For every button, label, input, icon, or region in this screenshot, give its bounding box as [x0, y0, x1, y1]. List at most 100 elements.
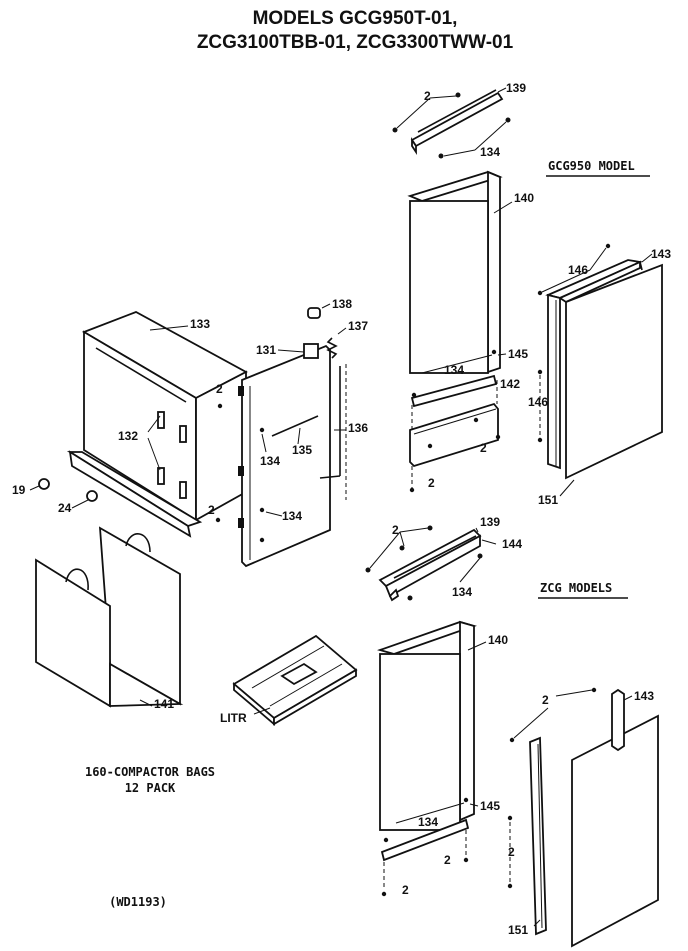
- title-line-1: MODELS GCG950T-01,: [253, 8, 458, 29]
- label-2: 2: [542, 693, 549, 707]
- label-135: 135: [292, 443, 312, 457]
- label-151: 151: [508, 923, 528, 937]
- base-rail: [66, 450, 203, 538]
- kick-plate-gcg950: [409, 402, 499, 468]
- screw: [537, 369, 543, 375]
- label-139: 139: [480, 515, 500, 529]
- screw: [365, 567, 371, 573]
- label-137: 137: [348, 319, 368, 333]
- label-2: 2: [392, 523, 399, 537]
- label-134: 134: [282, 509, 302, 523]
- screw: [215, 517, 221, 523]
- label-146: 146: [528, 395, 548, 409]
- screw: [505, 117, 511, 123]
- screw: [427, 525, 433, 531]
- label-133: 133: [190, 317, 210, 331]
- screw: [495, 434, 501, 440]
- label-142: 142: [500, 377, 520, 391]
- screw: [477, 553, 483, 559]
- screw: [509, 737, 515, 743]
- side-panel-zcg-trim: [529, 736, 547, 936]
- label-134: 134: [480, 145, 500, 159]
- foot-19: [38, 478, 50, 490]
- label-2: 2: [208, 503, 215, 517]
- bags-note-line-2: 12 PACK: [125, 781, 176, 795]
- screw: [409, 487, 415, 493]
- label-24: 24: [58, 501, 72, 515]
- screw: [455, 92, 461, 98]
- label-144: 144: [502, 537, 522, 551]
- label-2: 2: [216, 382, 223, 396]
- label-140: 140: [488, 633, 508, 647]
- hinge-143-zcg: [611, 688, 625, 752]
- compactor-bag-141: [35, 526, 184, 708]
- label-140: 140: [514, 191, 534, 205]
- section-heading-gcg950: GCG950 MODEL: [548, 159, 635, 173]
- side-panel-zcg: [571, 714, 659, 948]
- screw: [507, 815, 513, 821]
- screw: [591, 687, 597, 693]
- label-134: 134: [444, 363, 464, 377]
- screw: [491, 349, 497, 355]
- bottom-strip-142: [410, 374, 498, 408]
- drawing-code: (WD1193): [109, 895, 167, 909]
- screw: [407, 595, 413, 601]
- screw: [605, 243, 611, 249]
- screw: [259, 427, 265, 433]
- label-2: 2: [424, 89, 431, 103]
- label-143: 143: [634, 689, 654, 703]
- top-trim-bracket-gcg950: [410, 89, 504, 155]
- label-143: 143: [651, 247, 671, 261]
- litter-tray: [232, 634, 358, 726]
- screw: [537, 437, 543, 443]
- screw: [259, 507, 265, 513]
- label-litr: LITR: [220, 711, 247, 725]
- label-132: 132: [118, 429, 138, 443]
- label-2: 2: [402, 883, 409, 897]
- door-panel-140-gcg950: [407, 170, 503, 374]
- label-145: 145: [508, 347, 528, 361]
- screw: [463, 797, 469, 803]
- front-frame-131: [238, 343, 331, 568]
- label-139: 139: [506, 81, 526, 95]
- screw: [381, 891, 387, 897]
- cabinet-shell-133: [81, 311, 248, 522]
- screw: [507, 883, 513, 889]
- section-heading-zcg: ZCG MODELS: [540, 581, 612, 595]
- label-2: 2: [444, 853, 451, 867]
- label-19: 19: [12, 483, 26, 497]
- screw: [383, 837, 389, 843]
- label-151: 151: [538, 493, 558, 507]
- label-146: 146: [568, 263, 588, 277]
- label-134: 134: [452, 585, 472, 599]
- label-2: 2: [480, 441, 487, 455]
- screw: [463, 857, 469, 863]
- rod-136: [319, 364, 347, 500]
- foot-24: [86, 490, 98, 502]
- label-141: 141: [154, 697, 174, 711]
- screw: [399, 545, 405, 551]
- label-145: 145: [480, 799, 500, 813]
- label-134: 134: [260, 454, 280, 468]
- bottom-strip-zcg: [380, 818, 470, 862]
- latch-138: [307, 307, 321, 319]
- screw: [411, 392, 417, 398]
- side-panel-gcg950: [545, 259, 663, 480]
- label-131: 131: [256, 343, 276, 357]
- door-panel-140-zcg: [377, 620, 477, 831]
- screw: [537, 290, 543, 296]
- bags-note-line-1: 160-COMPACTOR BAGS: [85, 765, 215, 779]
- screw: [438, 153, 444, 159]
- label-2: 2: [428, 476, 435, 490]
- screw: [217, 403, 223, 409]
- label-134: 134: [418, 815, 438, 829]
- screw: [392, 127, 398, 133]
- label-2: 2: [508, 845, 515, 859]
- title-line-2: ZCG3100TBB-01, ZCG3300TWW-01: [197, 32, 514, 53]
- top-trim-bracket-zcg: [378, 528, 482, 602]
- label-138: 138: [332, 297, 352, 311]
- label-136: 136: [348, 421, 368, 435]
- screw: [259, 537, 265, 543]
- spring-137: [326, 337, 338, 359]
